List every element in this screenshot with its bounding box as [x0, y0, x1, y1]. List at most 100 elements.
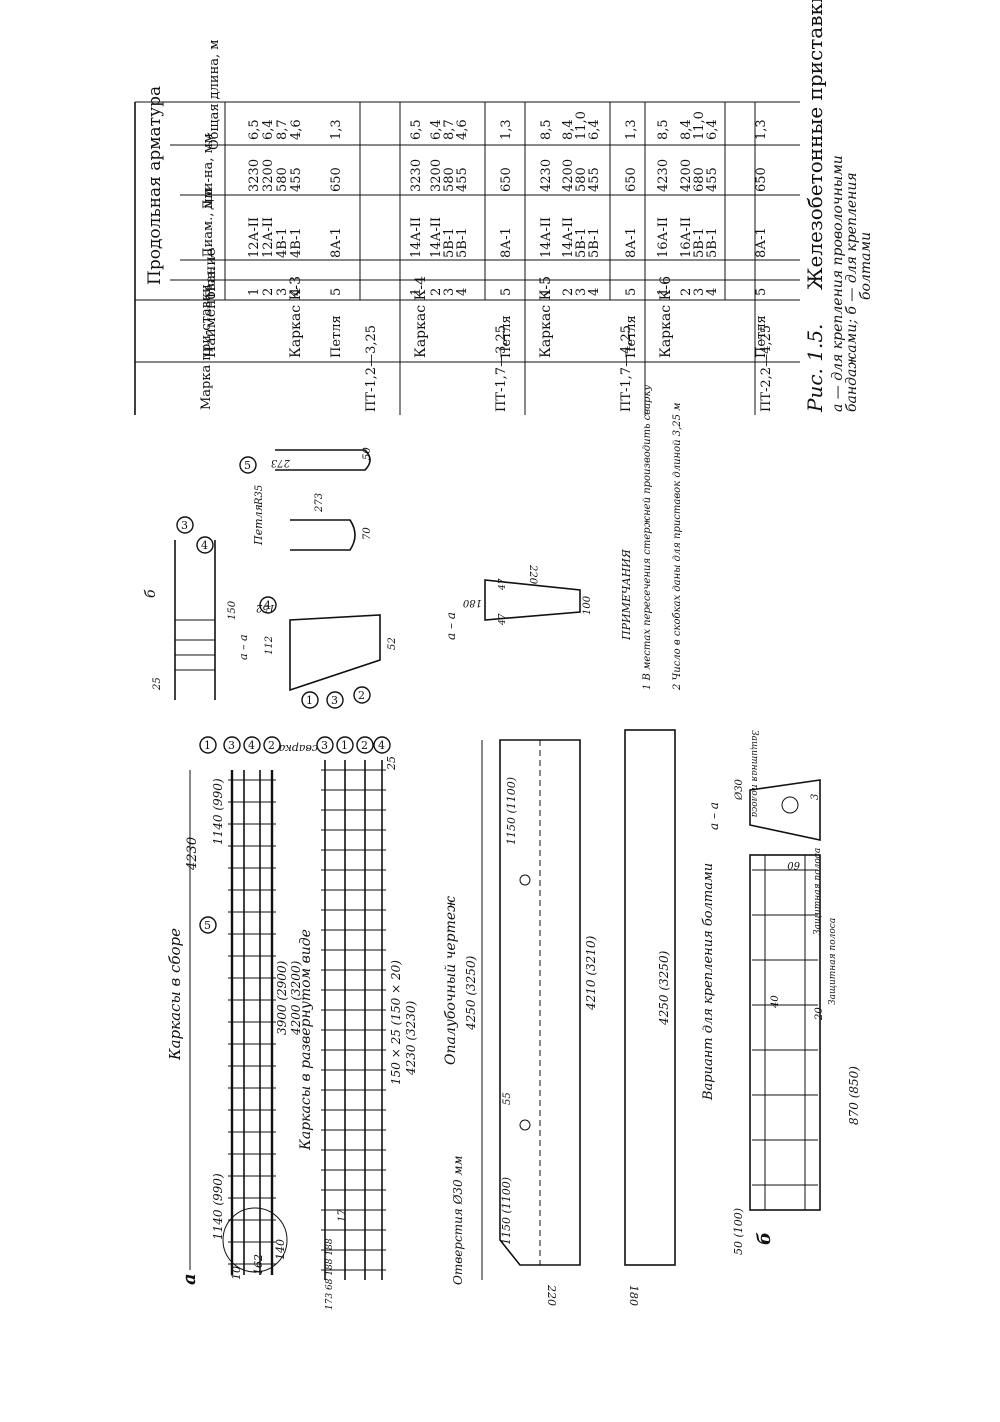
cell-total: 11,0 — [692, 111, 707, 140]
cell-total: 8,4 — [561, 119, 576, 140]
row-mark: ПТ-1,7—4,25 — [619, 325, 634, 412]
loop-name: Петля — [754, 315, 769, 358]
cell-pos: 3 — [574, 288, 589, 296]
cell-diam: 14А-II — [539, 217, 554, 258]
header-total: Общая длина, м — [207, 40, 222, 150]
pos-3b: 3 — [321, 739, 328, 752]
loop-total: 1,3 — [624, 119, 639, 140]
section-aa-b: а – а — [707, 802, 721, 830]
dim-150x25: 150 × 25 (150 × 20) — [389, 960, 403, 1085]
variant-outline — [749, 854, 821, 1211]
loop-diam: 8А-1 — [499, 227, 514, 258]
loop-diam: 8А-1 — [624, 227, 639, 258]
stirrup-group — [321, 769, 386, 1271]
loop-len: 650 — [624, 167, 639, 192]
loop-name: Петля — [624, 315, 639, 358]
dim-3: 3 — [810, 794, 821, 800]
pos-3d: 3 — [331, 694, 338, 707]
note-1: 1 В местах пересечения стержней производ… — [642, 385, 653, 690]
label-section-a: а — [179, 1273, 200, 1285]
cell-pos: 4 — [455, 288, 470, 296]
detail-circle — [222, 1207, 288, 1273]
row-mark: ПТ-2,2—4,25 — [759, 325, 774, 412]
loop-total: 1,3 — [329, 119, 344, 140]
specification-table: Продольная арматура Общая длина, м Дли-н… — [134, 40, 800, 415]
cell-pos: 3 — [275, 288, 290, 296]
pos-3: 3 — [228, 739, 235, 752]
loop-shape — [290, 519, 356, 551]
pos-2: 2 — [268, 739, 275, 752]
cell-total: 11,0 — [574, 111, 589, 140]
dim-100: 100 — [582, 595, 593, 615]
cell-diam: 16А-II — [656, 217, 671, 258]
loop-shape-2 — [275, 449, 371, 471]
dim-3900: 3900 (2900) — [275, 960, 289, 1035]
cell-diam: 14А-II — [429, 217, 444, 258]
pos-5b: 5 — [244, 459, 251, 472]
dim-152: 152 — [256, 602, 275, 613]
dim-162: 162 — [252, 1254, 265, 1275]
loop-pos: 5 — [624, 288, 639, 296]
loop-total: 1,3 — [499, 119, 514, 140]
cell-len: 455 — [705, 167, 720, 192]
cell-total: 4,6 — [455, 119, 470, 140]
dim-50b: 50 — [362, 447, 373, 460]
row-name: Каркас К-4 — [413, 276, 429, 358]
label-protective-2: Защитная полоса — [828, 918, 838, 1005]
dim-10: 10 — [230, 1266, 243, 1280]
cell-total: 8,5 — [656, 119, 671, 140]
pos-2b: 2 — [361, 739, 368, 752]
row-name: Каркас К-5 — [538, 276, 554, 358]
cell-diam: 5В-1 — [692, 228, 707, 259]
dim-47a: 47 — [498, 613, 508, 626]
dim-4200: 4200 (3200) — [289, 960, 303, 1036]
cell-diam: 4В-1 — [275, 228, 290, 259]
cell-diam: 5В-1 — [705, 228, 720, 259]
cell-total: 6,5 — [247, 119, 262, 140]
cell-pos: 1 — [247, 288, 262, 296]
pos-1b: 1 — [341, 739, 348, 752]
dim-20: 20 — [814, 1007, 825, 1021]
cell-diam: 5В-1 — [442, 228, 457, 259]
loop-len: 650 — [499, 167, 514, 192]
dim-220b: 220 — [545, 1284, 558, 1306]
formwork-outline — [499, 739, 581, 1266]
cell-len: 455 — [455, 167, 470, 192]
dim-180b: 180 — [627, 1285, 640, 1306]
caption-title: Железобетонные приставки ПТ-1,7 и ПТ-2,2… — [803, 0, 827, 290]
dim-55: 55 — [502, 1092, 513, 1105]
dim-R35: R35 — [254, 485, 265, 506]
dim-273b: 273 — [271, 457, 291, 468]
label-protective-3: Защитная полоса — [749, 730, 759, 817]
drawing-formwork: Опалубочный чертеж 4250 (3250) 1150 (110… — [443, 729, 676, 1306]
stirrup-group — [228, 779, 276, 1265]
loop-len: 650 — [754, 167, 769, 192]
cell-pos: 2 — [679, 288, 694, 296]
cell-len: 3200 — [429, 159, 444, 192]
cell-diam: 5В-1 — [574, 228, 589, 259]
caption-line3: бандажами; б — для крепления — [844, 172, 860, 412]
cell-len: 455 — [587, 167, 602, 192]
cell-pos: 4 — [705, 288, 720, 296]
cell-len: 3230 — [247, 159, 262, 192]
cell-len: 3230 — [409, 159, 424, 192]
dim-60: 60 — [787, 859, 800, 870]
row-mark: ПТ-1,2—3,25 — [364, 325, 379, 412]
caption-figure: Рис. 1.5. — [803, 324, 827, 413]
cell-len: 4200 — [679, 159, 694, 192]
pos-4b: 4 — [378, 739, 385, 752]
cell-len: 680 — [692, 167, 707, 192]
figure-caption: Рис. 1.5. Железобетонные приставки ПТ-1,… — [803, 0, 874, 413]
concrete-section — [484, 579, 581, 621]
label-section-b: б — [754, 1232, 775, 1245]
title-variant: Вариант для крепления болтами — [701, 863, 716, 1101]
title-assembly: Каркасы в сборе — [166, 928, 184, 1061]
header-diam: Диам., мм — [201, 188, 216, 258]
caption-line4: болтами — [858, 232, 874, 300]
cell-total: 6,4 — [261, 119, 276, 140]
cell-total: 8,5 — [539, 119, 554, 140]
dim-180: 180 — [462, 597, 482, 608]
cell-len: 580 — [442, 167, 457, 192]
